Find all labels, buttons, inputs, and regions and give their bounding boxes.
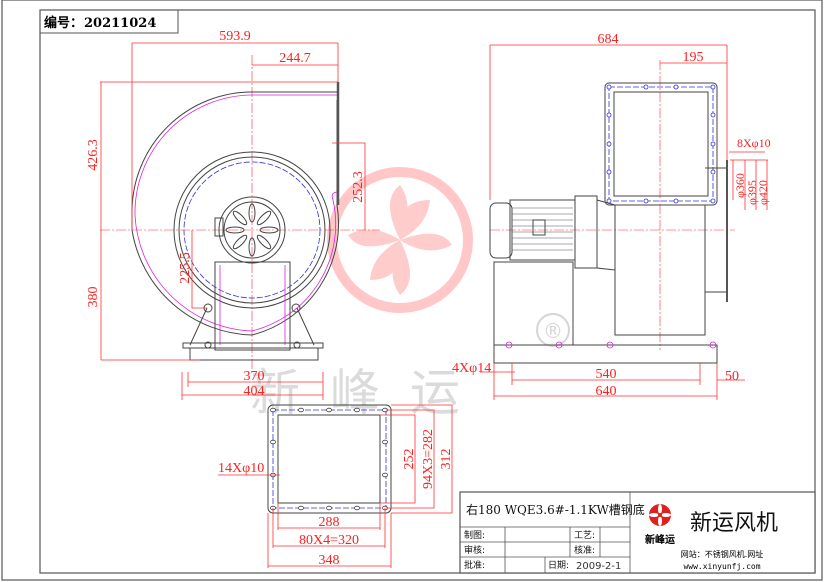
dim-inner-width: 288 xyxy=(319,515,340,530)
label-date: 日期: xyxy=(548,560,569,571)
label-checked: 审核: xyxy=(464,544,485,556)
dim-outer-height: 312 xyxy=(439,449,454,470)
side-view: 684 195 8Xφ10 φ360 φ395 φ420 4Xφ14 540 6… xyxy=(452,32,771,400)
label-approved: 批准: xyxy=(464,559,485,571)
dim-outlet-height: 252.3 xyxy=(351,171,366,203)
watermark-registered: ® xyxy=(543,319,563,343)
outlet-flange-view: 14Xφ10 252 94X3=282 312 288 80X4=320 348 xyxy=(218,404,454,568)
dim-base-length: 640 xyxy=(596,384,617,399)
company-name: 新运风机 xyxy=(690,511,778,536)
dim-upper-height: 426.3 xyxy=(86,139,101,171)
watermark-brand: 新峰运 xyxy=(250,364,490,422)
dim-outer-width: 348 xyxy=(319,553,340,568)
dim-anchor-holes: 4Xφ14 xyxy=(452,361,491,376)
dim-pitch-height: 94X3=282 xyxy=(421,429,436,489)
label-approved-check: 核准: xyxy=(574,544,595,556)
dim-flange-holes: 8Xφ10 xyxy=(737,136,771,150)
dim-base-inner: 370 xyxy=(244,369,265,384)
dim-inner-height: 252 xyxy=(402,449,417,470)
inner-frame xyxy=(39,9,816,574)
title-block: 右180 WQE3.6#-1.1KW槽钢底 制图: 工艺: 审核: 核准: 批准… xyxy=(459,491,816,574)
dim-d360: φ360 xyxy=(733,173,747,198)
dim-outlet-offset: 244.7 xyxy=(279,51,311,66)
drawing-number-label: 编号： xyxy=(44,15,83,31)
logo-text: 新峰运 xyxy=(645,533,675,546)
dim-overall-length: 684 xyxy=(598,32,619,47)
label-drawn: 制图: xyxy=(464,529,485,541)
front-view: 593.9 244.7 426.3 380 252.3 225.5 370 40… xyxy=(86,29,380,400)
company-logo-icon xyxy=(649,504,671,526)
dim-d395: φ395 xyxy=(745,180,759,205)
drawing-number-box: 编号： 20211024 xyxy=(39,9,179,34)
dim-flange-holes: 14Xφ10 xyxy=(218,461,264,476)
watermark-logo: ® 新峰运 xyxy=(250,167,570,422)
website-label: 网站：不锈钢风机.网址 xyxy=(681,549,764,559)
model-name: 右180 WQE3.6#-1.1KW槽钢底 xyxy=(466,502,645,517)
dim-shaft-height: 380 xyxy=(86,287,101,308)
dim-pitch-width: 80X4=320 xyxy=(299,533,359,548)
dim-edge: 50 xyxy=(725,369,739,384)
dim-flange-offset: 195 xyxy=(683,50,704,65)
dim-overall-width: 593.9 xyxy=(219,29,251,44)
website: www.xinyunfj.com xyxy=(683,562,760,571)
date-value: 2009-2-1 xyxy=(576,561,621,572)
dim-d420: φ420 xyxy=(756,180,770,205)
dim-base-outer: 404 xyxy=(244,384,265,399)
drawing-number-value: 20211024 xyxy=(84,16,156,31)
label-process: 工艺: xyxy=(574,530,595,541)
dim-inlet-radius: 225.5 xyxy=(178,252,193,284)
dim-base-span: 540 xyxy=(596,367,617,382)
